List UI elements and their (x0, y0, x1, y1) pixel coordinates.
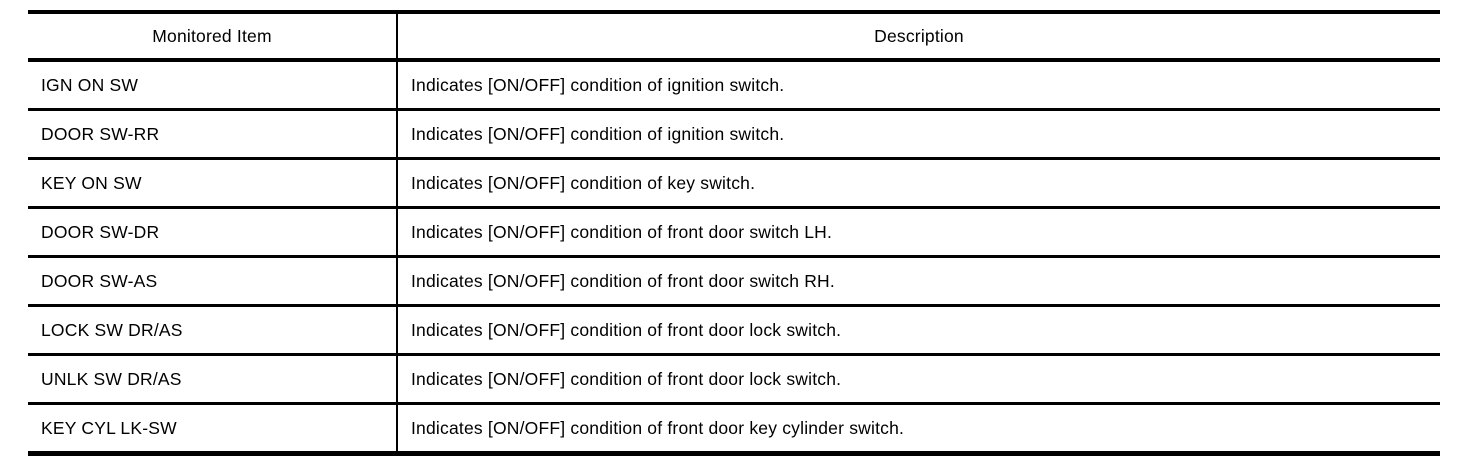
monitored-item-cell: LOCK SW DR/AS (28, 305, 398, 355)
table-row: DOOR SW-DR Indicates [ON/OFF] condition … (28, 207, 1440, 257)
description-cell: Indicates [ON/OFF] condition of ignition… (411, 123, 785, 144)
monitored-item-cell: DOOR SW-RR (28, 109, 398, 159)
description-cell: Indicates [ON/OFF] condition of front do… (411, 221, 833, 242)
table-row: KEY CYL LK-SW Indicates [ON/OFF] conditi… (28, 403, 1440, 454)
table-row: IGN ON SW Indicates [ON/OFF] condition o… (28, 60, 1440, 110)
description-cell: Indicates [ON/OFF] condition of front do… (411, 270, 835, 291)
table-row: DOOR SW-RR Indicates [ON/OFF] condition … (28, 109, 1440, 159)
monitored-item-cell: IGN ON SW (28, 60, 398, 110)
table-row: DOOR SW-AS Indicates [ON/OFF] condition … (28, 256, 1440, 306)
description-cell: Indicates [ON/OFF] condition of front do… (411, 319, 842, 340)
column-header-monitored-item: Monitored Item (28, 12, 398, 60)
table-row: UNLK SW DR/AS Indicates [ON/OFF] conditi… (28, 354, 1440, 404)
description-cell: Indicates [ON/OFF] condition of front do… (411, 417, 905, 438)
column-header-description: Description (874, 25, 964, 46)
monitored-item-cell: KEY CYL LK-SW (28, 403, 398, 454)
data-monitor-table: Monitored Item Description IGN ON SW Ind… (28, 10, 1440, 456)
description-cell: Indicates [ON/OFF] condition of key swit… (411, 172, 756, 193)
table-row: LOCK SW DR/AS Indicates [ON/OFF] conditi… (28, 305, 1440, 355)
table-row: KEY ON SW Indicates [ON/OFF] condition o… (28, 158, 1440, 208)
description-cell: Indicates [ON/OFF] condition of ignition… (411, 74, 785, 95)
monitored-item-cell: DOOR SW-DR (28, 207, 398, 257)
monitored-item-cell: DOOR SW-AS (28, 256, 398, 306)
description-cell: Indicates [ON/OFF] condition of front do… (411, 368, 842, 389)
monitored-item-cell: UNLK SW DR/AS (28, 354, 398, 404)
header-row: Monitored Item Description (28, 12, 1440, 60)
monitored-item-cell: KEY ON SW (28, 158, 398, 208)
